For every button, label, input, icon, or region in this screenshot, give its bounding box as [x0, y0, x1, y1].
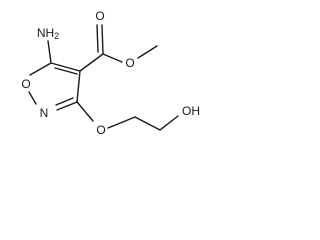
- bond-ester-o-methyl: [137, 45, 158, 59]
- hydroxyl-label: OH: [182, 104, 200, 118]
- bond-c5-nh2: [47, 40, 52, 64]
- bond-carbonyl-o-double: [96, 24, 99, 53]
- ring-nitrogen-label: N: [40, 106, 49, 120]
- ring-oxygen-label: O: [21, 77, 30, 91]
- bond-c3-n-double: [55, 97, 74, 106]
- bond-ch2-ch2: [134, 116, 161, 131]
- bond-ether-o-ch2: [107, 116, 136, 129]
- bond-carbonyl-o: [101, 24, 104, 55]
- bond-c4-c3: [76, 70, 81, 103]
- amine-hydrogens: H: [45, 26, 54, 40]
- ester-oxygen-label: O: [125, 56, 134, 70]
- bond-o-c5: [29, 62, 52, 76]
- molecule-structure: NH2 O N O O O OH: [21, 9, 200, 137]
- bond-c4-carbonyl: [79, 53, 104, 72]
- bond-c3-n: [56, 101, 78, 111]
- bond-c5-c4-double: [54, 67, 78, 75]
- bond-ch2-oh: [159, 115, 179, 131]
- ether-oxygen-label: O: [96, 123, 105, 137]
- amine-label: NH2: [37, 26, 59, 41]
- amine-element: N: [37, 26, 46, 40]
- bond-c3-ether-o: [76, 101, 94, 122]
- carbonyl-oxygen-label: O: [95, 9, 104, 23]
- bond-n-o: [28, 91, 37, 105]
- bond-c5-c4: [50, 62, 81, 72]
- amine-h-count: 2: [54, 31, 59, 41]
- structure-canvas: NH2 O N O O O OH: [0, 0, 240, 144]
- bond-carbonyl-ester-o: [102, 53, 123, 63]
